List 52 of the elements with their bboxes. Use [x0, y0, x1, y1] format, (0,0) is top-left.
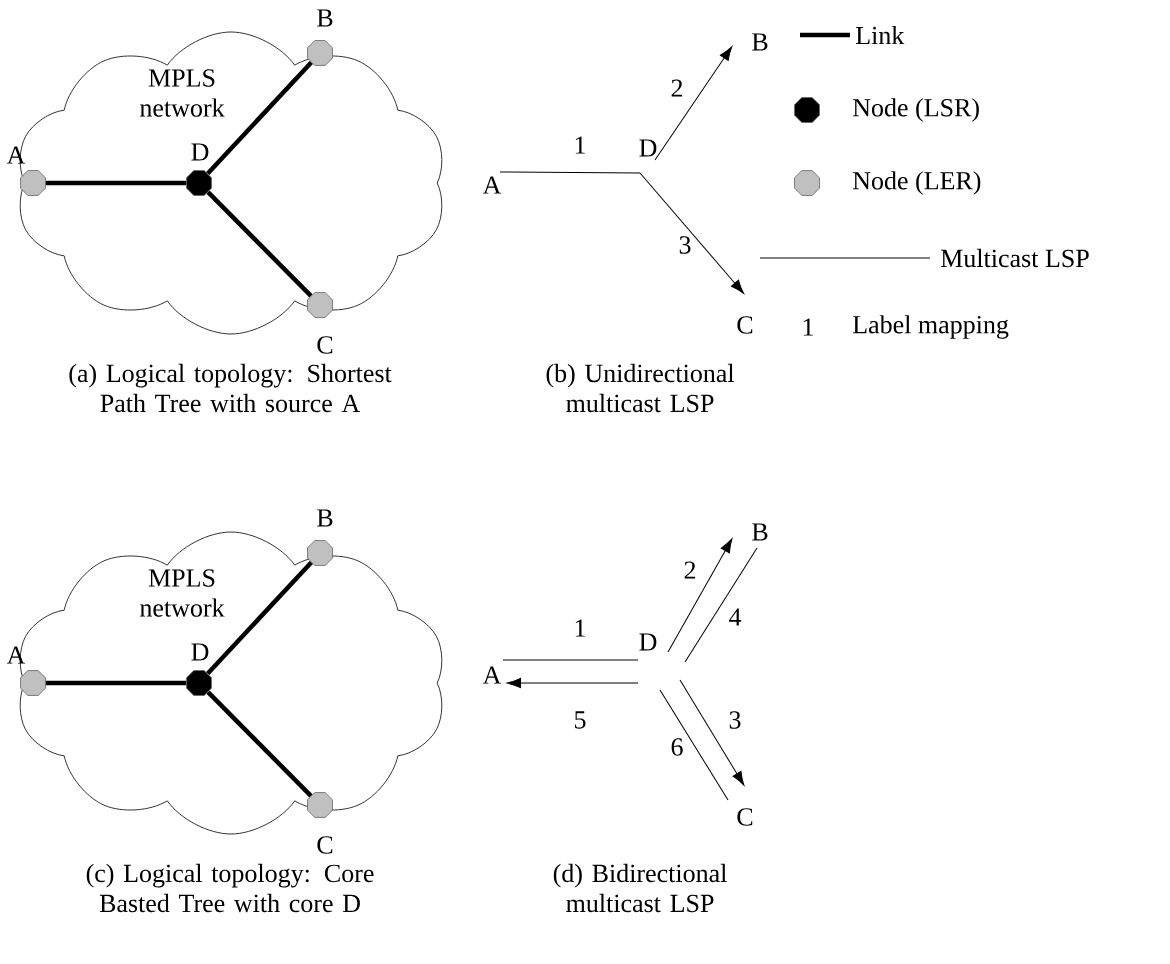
node-label: C: [737, 808, 753, 826]
node-label: C: [737, 316, 753, 334]
node-label: D: [191, 143, 209, 161]
router-node: [20, 670, 46, 696]
router-node: [186, 170, 212, 196]
legend-label: Link: [855, 26, 905, 44]
lsp-arrow: [667, 538, 733, 653]
edge-label: 5: [572, 710, 588, 730]
router-node: [307, 540, 333, 566]
router-node: [20, 170, 46, 196]
edge-label: 2: [682, 560, 698, 580]
lsp-arrow: [639, 172, 745, 294]
legend-sample: 1: [803, 318, 813, 336]
caption: (a) Logical topology: Shortest Path Tree with source A: [69, 363, 392, 413]
edge-label: 2: [669, 78, 685, 98]
node-label: B: [752, 33, 768, 51]
router-node: [186, 670, 212, 696]
router-node: [307, 292, 333, 318]
link-line: [206, 560, 313, 676]
router-node: [307, 40, 333, 66]
lsp-arrow: [506, 677, 639, 689]
link-line: [206, 60, 313, 176]
node-label: A: [482, 176, 502, 194]
node-label: C: [317, 836, 333, 854]
link-line: [206, 690, 313, 798]
legend-label: Label mapping: [852, 315, 1009, 339]
link-line: [45, 680, 187, 686]
link-line: [206, 190, 313, 298]
node-label: D: [191, 643, 209, 661]
caption: (c) Logical topology: Core Basted Tree with core D: [86, 863, 374, 913]
edge-label: 6: [669, 737, 685, 757]
edge-label: 1: [572, 135, 588, 155]
edge-label: 1: [572, 618, 588, 638]
edge-label: 3: [677, 235, 693, 255]
edge-label: 4: [727, 607, 743, 627]
node-label: B: [752, 523, 768, 541]
node-label: B: [317, 509, 333, 527]
node-label: B: [317, 9, 333, 27]
node-label: A: [482, 666, 502, 684]
caption: (d) Bidirectional multicast LSP: [553, 863, 727, 913]
legend-label: Node (LSR): [852, 98, 979, 122]
lsp-arrow: [654, 46, 733, 161]
legend-label: Multicast LSP: [940, 248, 1089, 268]
legend-label: Node (LER): [852, 171, 981, 195]
lsp-arrow: [679, 679, 745, 786]
edge-label: 3: [727, 710, 743, 730]
node-label: C: [317, 336, 333, 354]
link-line: [45, 180, 187, 186]
router-node: [307, 792, 333, 818]
node-label: D: [639, 139, 657, 157]
caption: (b) Unidirectional multicast LSP: [546, 363, 735, 413]
node-label: D: [639, 633, 657, 651]
